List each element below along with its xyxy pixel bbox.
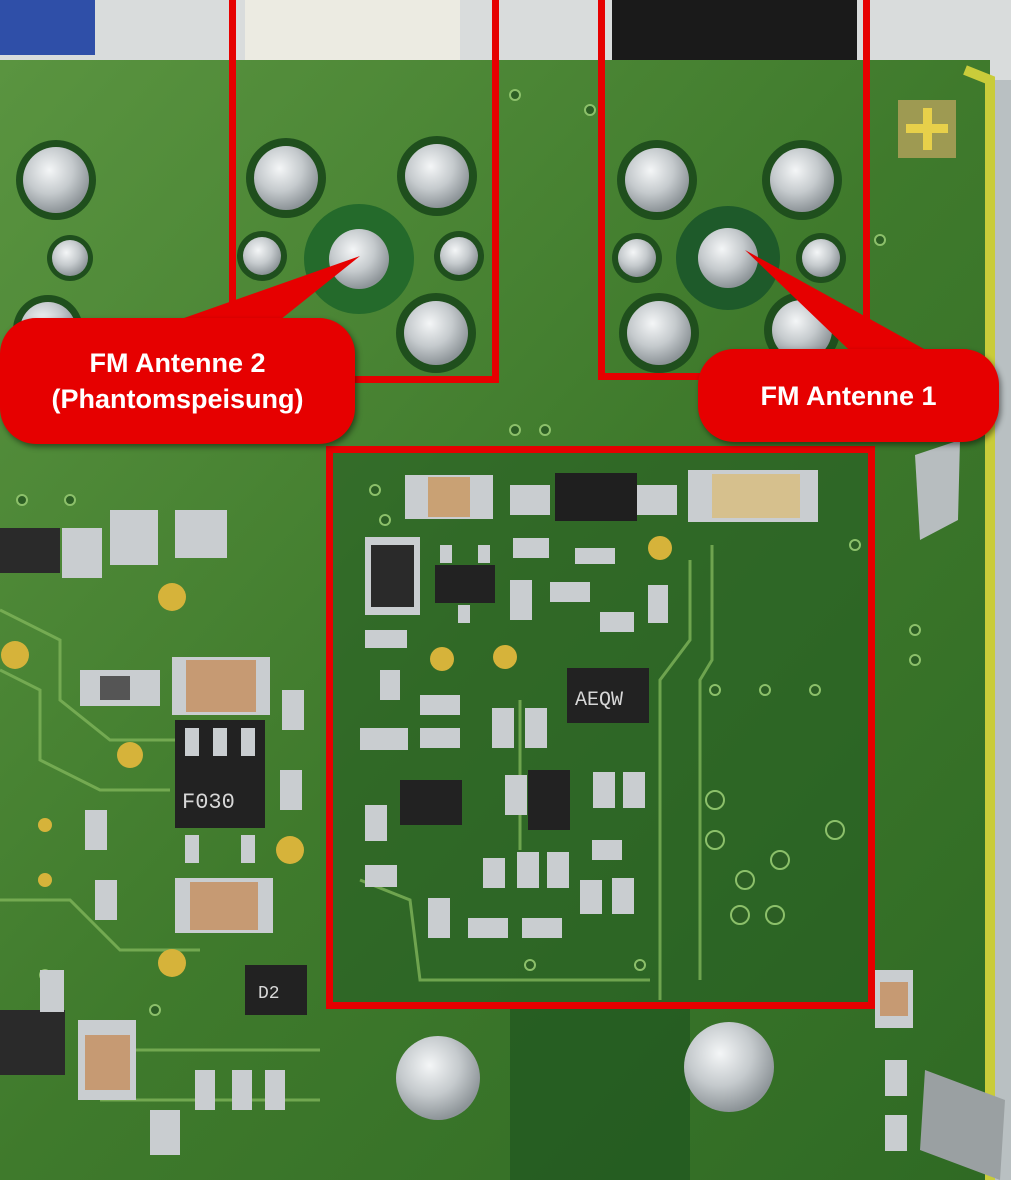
antenna-2-callout: FM Antenne 2 (Phantomspeisung) <box>0 318 355 444</box>
antenna-1-highlight-box <box>598 0 870 380</box>
circuit-highlight-box <box>326 446 875 1009</box>
antenna-1-callout: FM Antenne 1 <box>698 349 999 442</box>
gold-pads <box>1 536 672 977</box>
left-components <box>0 510 307 1155</box>
blue-component <box>0 0 95 55</box>
chip-marking-f030: F030 <box>182 790 235 815</box>
antenna-2-label: FM Antenne 2 <box>89 348 266 378</box>
black-connector <box>612 0 857 70</box>
antenna-1-label: FM Antenne 1 <box>760 380 937 411</box>
antenna-2-highlight-box <box>229 0 499 383</box>
chip-marking-aeqw: AEQW <box>575 689 623 712</box>
plus-marker <box>898 100 956 158</box>
bottom-dark-plane <box>510 1005 690 1180</box>
board-yellow-edge <box>963 65 995 1180</box>
chip-marking-d2: D2 <box>258 984 280 1004</box>
antenna-2-sublabel: (Phantomspeisung) <box>51 384 304 414</box>
white-connector <box>245 0 460 70</box>
right-components <box>875 440 1005 1180</box>
smd-components <box>360 470 818 938</box>
vias <box>16 89 921 1016</box>
chip-marking-labels: F030 D2 AEQW <box>182 689 623 1004</box>
